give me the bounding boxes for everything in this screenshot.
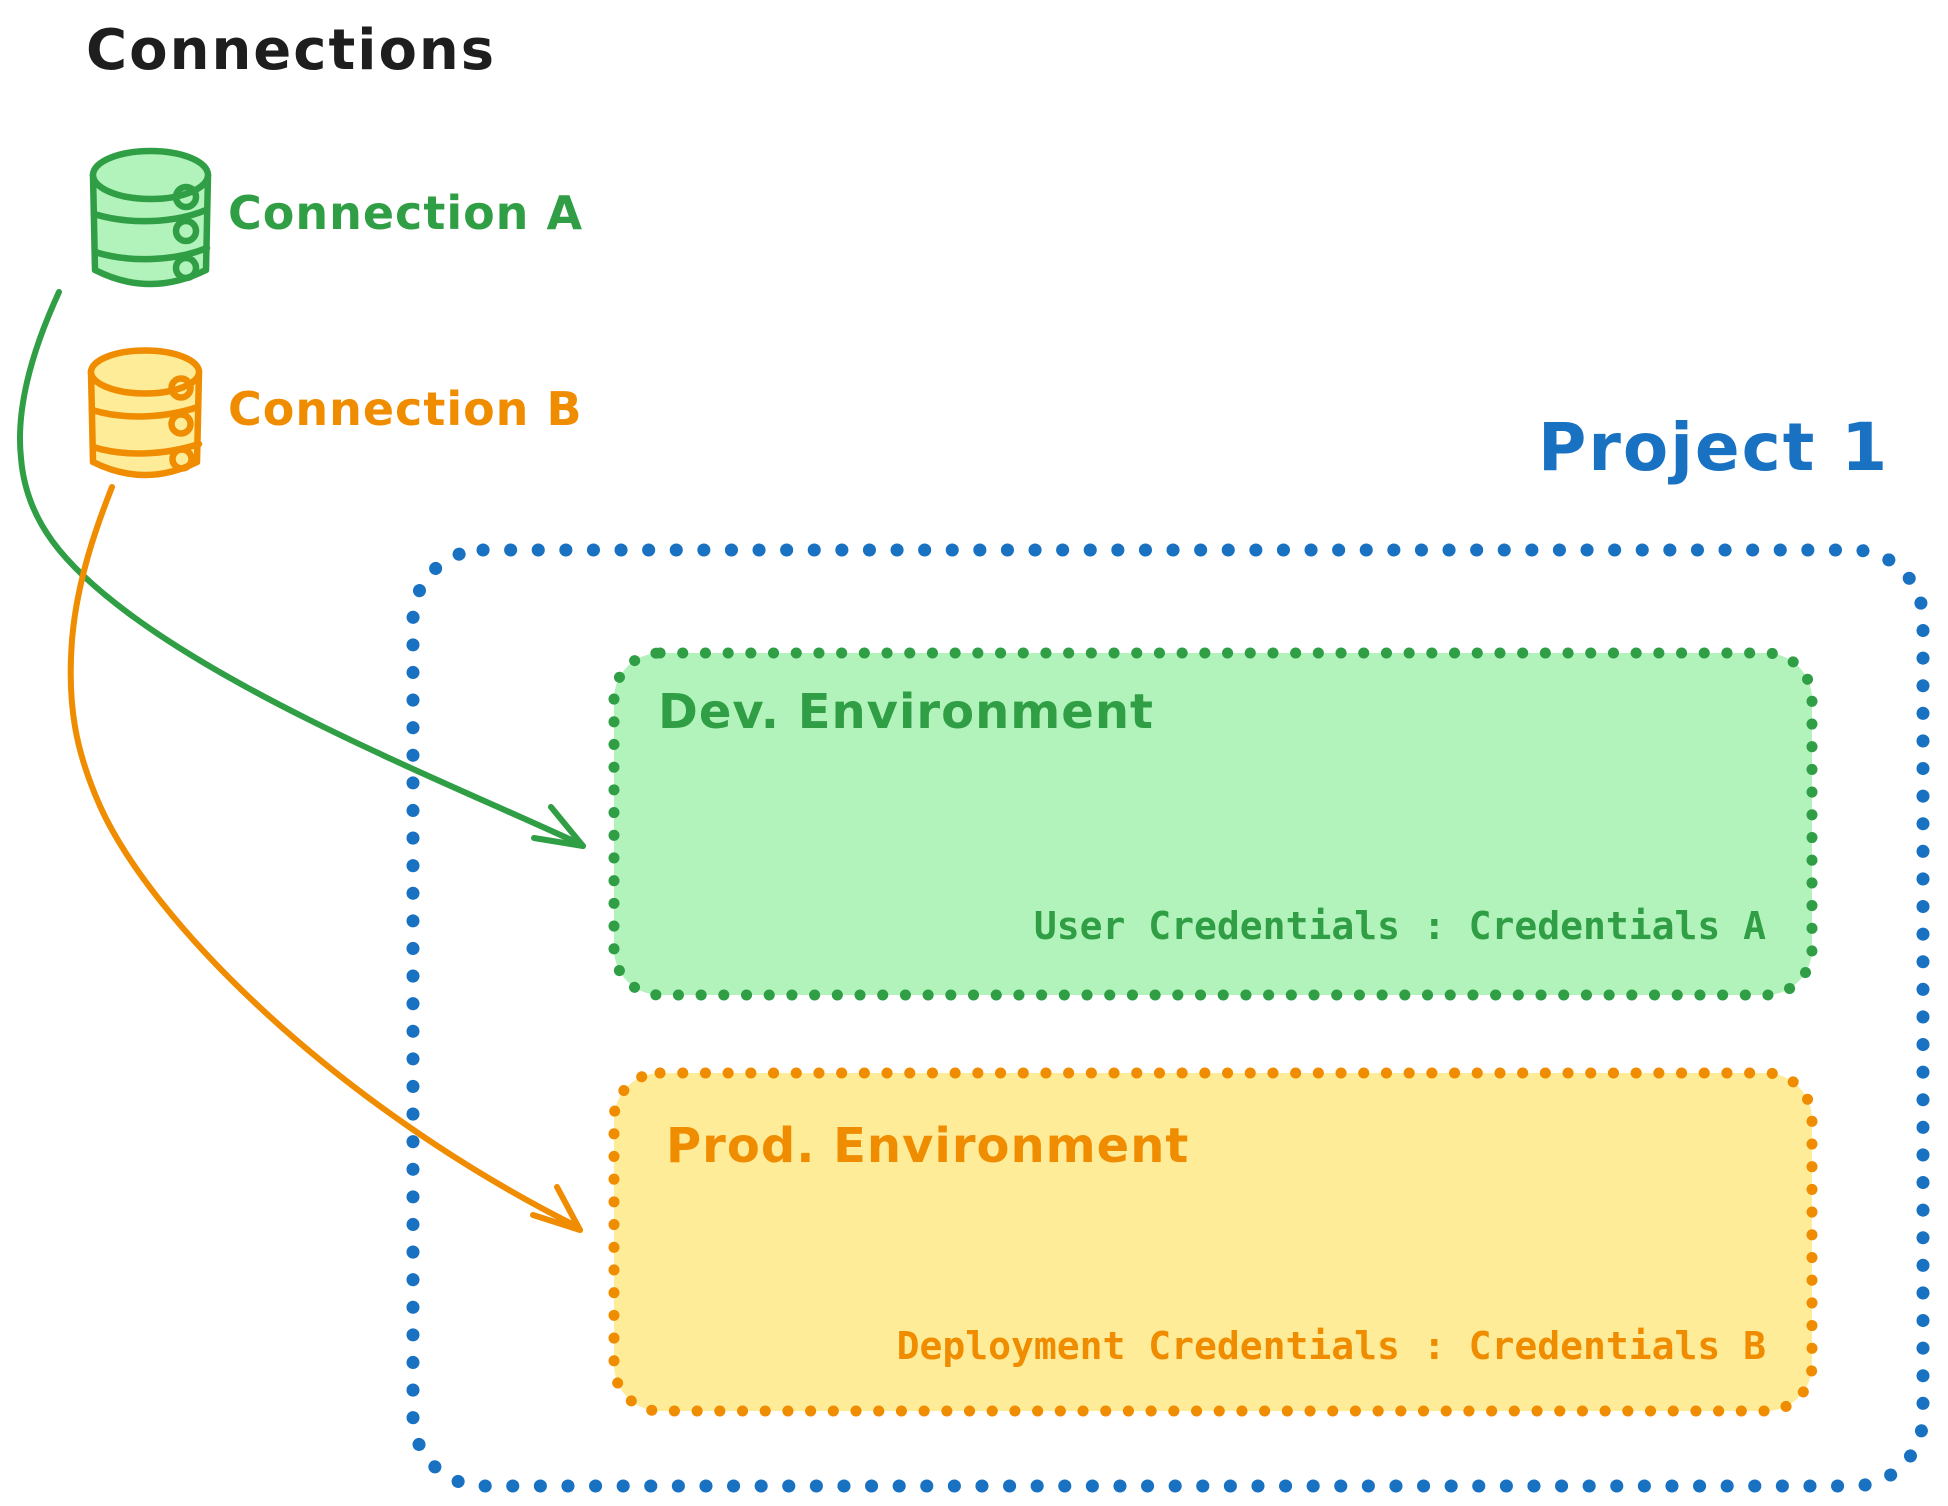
arrow-connection-a-to-dev bbox=[17, 289, 586, 849]
dev-environment-box bbox=[608, 647, 1818, 1001]
dev-environment-title: Dev. Environment bbox=[658, 684, 1154, 740]
project-box bbox=[406, 543, 1930, 1493]
database-icon bbox=[87, 347, 203, 479]
arrow-connection-b-to-prod bbox=[67, 484, 583, 1233]
connection-b-label: Connection B bbox=[228, 382, 583, 436]
connections-title: Connections bbox=[86, 18, 497, 83]
prod-environment-title: Prod. Environment bbox=[666, 1118, 1190, 1174]
prod-environment-box bbox=[608, 1067, 1818, 1417]
connection-a-label: Connection A bbox=[228, 186, 584, 240]
project-title: Project 1 bbox=[1538, 409, 1890, 486]
dev-credentials-text: User Credentials : Credentials A bbox=[1033, 904, 1766, 948]
database-icon bbox=[89, 147, 212, 288]
prod-credentials-text: Deployment Credentials : Credentials B bbox=[896, 1324, 1766, 1368]
